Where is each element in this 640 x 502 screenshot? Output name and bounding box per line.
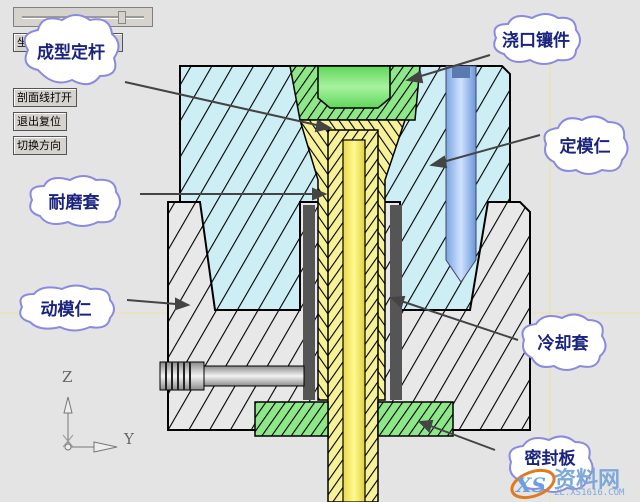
exit-reset-button[interactable]: 退出复位 bbox=[13, 112, 67, 131]
callout-forming-core-pin: 成型定杆 bbox=[18, 10, 124, 90]
callout-label: 成型定杆 bbox=[37, 42, 105, 63]
svg-text:XS: XS bbox=[514, 473, 546, 497]
hatch-toggle-button[interactable]: 剖面线打开 bbox=[13, 88, 77, 107]
cloud-shape bbox=[23, 14, 120, 86]
forming-core-pin bbox=[327, 129, 379, 502]
sprue-bushing bbox=[289, 65, 421, 121]
callout-cavity-insert: 定模仁 bbox=[540, 112, 630, 176]
callout-sprue-bushing: 浇口镶件 bbox=[488, 10, 584, 66]
y-axis-label: Y bbox=[124, 430, 134, 448]
cloud-shape bbox=[493, 13, 581, 65]
callout-label: 冷却套 bbox=[537, 333, 589, 354]
callout-core-insert: 动模仁 bbox=[14, 282, 118, 332]
leader-lines bbox=[124, 54, 541, 451]
callout-cooling-sleeve: 冷却套 bbox=[518, 310, 608, 372]
callout-label: 定模仁 bbox=[559, 136, 611, 157]
callout-sealing-plate: 密封板 bbox=[505, 432, 595, 494]
cloud-shape bbox=[521, 313, 607, 371]
cloud-shape bbox=[29, 175, 121, 227]
switch-direction-button[interactable]: 切换方向 bbox=[13, 136, 67, 155]
axis-arrows-icon bbox=[62, 396, 118, 453]
cooling-sleeve-wall bbox=[303, 205, 315, 400]
callout-label: 耐磨套 bbox=[48, 192, 100, 213]
callout-label: 动模仁 bbox=[40, 299, 92, 320]
slider-thumb[interactable] bbox=[118, 11, 126, 24]
watermark-url: ZL.XS1616.COM bbox=[554, 488, 625, 498]
callout-label: 密封板 bbox=[524, 449, 576, 469]
xs-logo-icon: XS bbox=[510, 468, 556, 500]
cloud-shape bbox=[508, 435, 594, 493]
watermark: XS 资料网 ZL.XS1616.COM bbox=[508, 462, 640, 502]
sealing-plate bbox=[254, 401, 454, 437]
callout-wear-sleeve: 耐磨套 bbox=[24, 172, 124, 228]
callout-label: 浇口镶件 bbox=[502, 30, 570, 51]
cloud-shape bbox=[543, 115, 629, 175]
z-axis-label: Z bbox=[62, 368, 73, 386]
cloud-shape bbox=[19, 284, 115, 332]
cooling-pin bbox=[445, 65, 477, 283]
watermark-title: 资料网 bbox=[554, 468, 621, 493]
water-plug bbox=[159, 361, 305, 391]
